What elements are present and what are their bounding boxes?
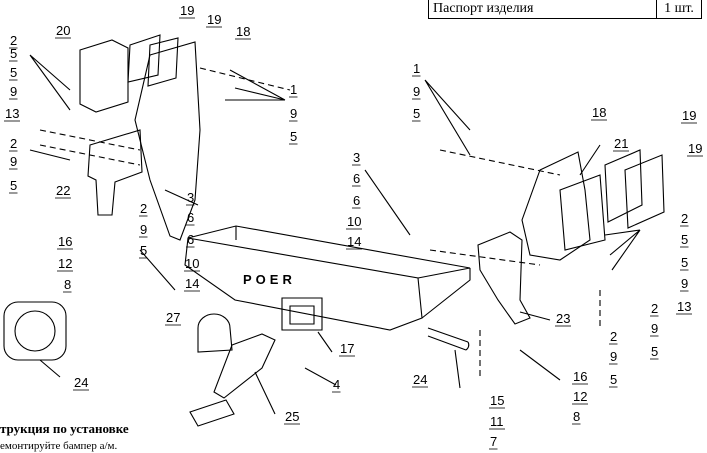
part-label: 9 — [681, 276, 688, 291]
part-label: 7 — [490, 434, 497, 449]
part-label: 10 — [347, 214, 361, 229]
part-label: 15 — [490, 393, 504, 408]
part-label: 5 — [413, 106, 420, 121]
part-label: 19 — [688, 141, 702, 156]
passport-title-cell: Паспорт изделия — [429, 0, 657, 18]
part-label: 9 — [10, 154, 17, 169]
part-label: 10 — [185, 256, 199, 271]
part-label: 2 — [610, 329, 617, 344]
part-label: 8 — [573, 409, 580, 424]
left-spacer-plate-2 — [147, 37, 179, 87]
part-label: 4 — [333, 377, 340, 392]
lock-pin — [427, 327, 470, 351]
part-label: 18 — [236, 24, 250, 39]
part-label: 5 — [10, 65, 17, 80]
part-label: 2 — [10, 136, 17, 151]
block-20 — [79, 39, 129, 113]
part-label: 5 — [651, 344, 658, 359]
part-label: 9 — [610, 349, 617, 364]
part-label: 19 — [180, 3, 194, 18]
part-label: 12 — [573, 389, 587, 404]
block-21 — [559, 174, 606, 251]
part-label: 5 — [681, 255, 688, 270]
part-label: 9 — [651, 321, 658, 336]
part-label: 3 — [353, 150, 360, 165]
passport-table: Паспорт изделия 1 шт. — [428, 0, 702, 19]
ball-mount — [213, 333, 276, 399]
right-spacer-plate — [604, 149, 643, 223]
part-label: 2 — [140, 201, 147, 216]
part-label: 19 — [207, 12, 221, 27]
part-label: 6 — [353, 193, 360, 208]
part-label: 1 — [290, 82, 297, 97]
left-support-bracket — [87, 129, 143, 216]
part-label: 2 — [651, 301, 658, 316]
part-label: 5 — [681, 232, 688, 247]
part-label: 22 — [56, 183, 70, 198]
part-label: 9 — [290, 106, 297, 121]
socket-cover — [3, 301, 67, 361]
part-label: 27 — [166, 310, 180, 325]
instructions-title: трукция по установке — [0, 421, 129, 436]
part-label: 9 — [413, 84, 420, 99]
right-bracket — [521, 151, 591, 261]
right-support-bracket — [477, 231, 531, 325]
part-label: 14 — [185, 276, 199, 291]
part-label: 3 — [187, 190, 194, 205]
part-label: 24 — [413, 372, 427, 387]
part-label: 5 — [290, 129, 297, 144]
part-label: 5 — [10, 178, 17, 193]
part-label: 2 — [10, 33, 17, 48]
part-label: 5 — [10, 46, 17, 61]
part-label: 1 — [413, 61, 420, 76]
part-label: 19 — [682, 108, 696, 123]
part-label: 11 — [490, 414, 504, 429]
passport-qty-cell: 1 шт. — [664, 1, 694, 16]
part-label: 23 — [556, 311, 570, 326]
brand-logo: POER — [243, 272, 296, 287]
instructions-text: емонтируйте бампер а/м. — [0, 440, 118, 452]
part-label: 6 — [353, 171, 360, 186]
receiver-socket — [281, 297, 323, 331]
part-label: 13 — [677, 299, 691, 314]
part-label: 21 — [614, 136, 628, 151]
part-label: 9 — [140, 222, 147, 237]
part-label: 18 — [592, 105, 606, 120]
ball-cover — [197, 313, 233, 353]
part-label: 24 — [74, 375, 88, 390]
part-label: 12 — [58, 256, 72, 271]
part-label: 6 — [187, 232, 194, 247]
part-label: 20 — [56, 23, 70, 38]
part-label: 16 — [58, 234, 72, 249]
part-label: 5 — [140, 243, 147, 258]
towbar-crossbar — [184, 237, 423, 331]
part-label: 25 — [285, 409, 299, 424]
part-label: 17 — [340, 341, 354, 356]
part-label: 9 — [10, 84, 17, 99]
left-spacer-plate — [127, 34, 161, 83]
part-label: 6 — [187, 210, 194, 225]
part-label: 16 — [573, 369, 587, 384]
right-spacer-plate-2 — [624, 154, 665, 229]
part-label: 2 — [681, 211, 688, 226]
part-label: 14 — [347, 234, 361, 249]
part-label: 5 — [610, 372, 617, 387]
part-label: 13 — [5, 106, 19, 121]
part-label: 8 — [64, 277, 71, 292]
